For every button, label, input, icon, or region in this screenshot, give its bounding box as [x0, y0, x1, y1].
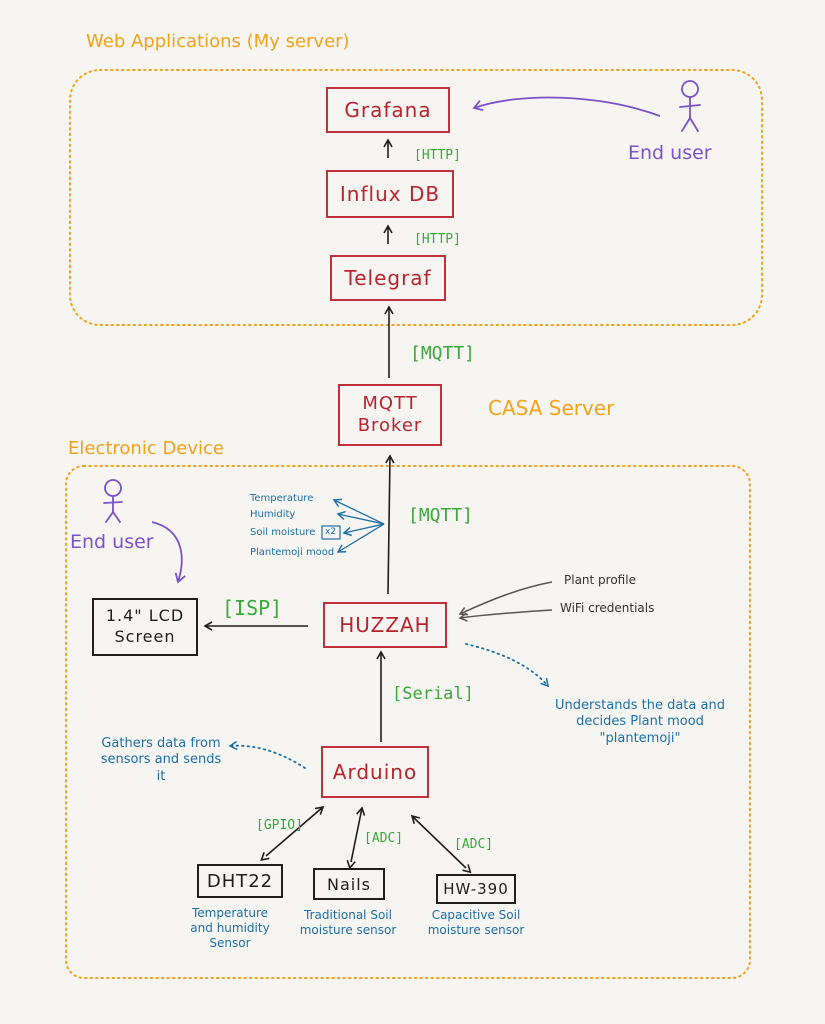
end-user-bottom-label: End user — [70, 531, 154, 553]
end-user-top-label: End user — [628, 142, 712, 164]
grafana-label: Grafana — [344, 98, 432, 122]
telegraf-node: Telegraf — [330, 255, 446, 301]
arrow-huzzah-note — [465, 643, 549, 688]
mqtt-broker-label-line1: MQTT — [362, 392, 418, 414]
huzzah-label: HUZZAH — [339, 613, 431, 637]
dht22-node: DHT22 — [197, 864, 283, 898]
grafana-node: Grafana — [326, 87, 450, 133]
influxdb-label: Influx DB — [339, 182, 441, 206]
payload-humidity: Humidity — [250, 509, 296, 520]
nails-label: Nails — [327, 874, 371, 894]
arduino-label: Arduino — [332, 760, 418, 784]
hw390-label: HW-390 — [443, 880, 509, 898]
payload-temperature: Temperature — [250, 493, 314, 504]
hw390-node: HW-390 — [436, 874, 516, 904]
input-plant-profile: Plant profile — [564, 573, 636, 587]
electronic-device-region-label: Electronic Device — [68, 438, 225, 459]
hw390-description: Capacitive Soil moisture sensor — [427, 908, 525, 937]
influxdb-node: Influx DB — [326, 170, 454, 218]
huzzah-node: HUZZAH — [323, 602, 447, 648]
casa-server-label: CASA Server — [488, 396, 615, 420]
payload-plantemoji-mood: Plantemoji mood — [250, 547, 335, 558]
arrow-nails-arduino — [346, 806, 366, 870]
protocol-adc-hw390: [ADC] — [454, 837, 494, 852]
payload-soil-moisture: Soil moisture — [250, 527, 316, 538]
arrow-dht22-arduino — [260, 805, 325, 861]
protocol-gpio-dht22: [GPIO] — [256, 818, 303, 833]
protocol-http-influx-grafana: [HTTP] — [414, 148, 461, 163]
arrow-end-user-to-grafana — [472, 96, 661, 117]
protocol-serial-arduino-huzzah: [Serial] — [392, 684, 474, 704]
nails-description: Traditional Soil moisture sensor — [299, 908, 397, 937]
nails-node: Nails — [313, 868, 385, 900]
end-user-top-figure — [679, 80, 701, 132]
lcd-label-line2: Screen — [114, 627, 176, 646]
arduino-note: Gathers data from sensors and sends it — [100, 736, 222, 784]
payload-x2-badge: x2 — [325, 527, 337, 537]
dht22-description: Temperature and humidity Sensor — [190, 906, 270, 950]
mqtt-broker-node: MQTT Broker — [338, 384, 442, 446]
x2-badge-box — [321, 525, 341, 540]
protocol-mqtt-huzzah-broker: [MQTT] — [408, 505, 474, 526]
protocol-mqtt-broker-telegraf: [MQTT] — [410, 343, 476, 364]
arrow-wifi-credentials — [458, 609, 553, 622]
arrow-plant-profile — [458, 581, 553, 616]
web-apps-region-label: Web Applications (My server) — [86, 31, 350, 52]
dht22-label: DHT22 — [206, 870, 274, 892]
arrow-end-user-to-lcd — [151, 521, 186, 584]
protocol-adc-nails: [ADC] — [364, 831, 404, 846]
protocol-isp-huzzah-lcd: [ISP] — [222, 596, 283, 620]
end-user-bottom-figure — [103, 479, 123, 523]
arduino-node: Arduino — [321, 746, 429, 798]
web-apps-region-outline — [69, 69, 763, 326]
arrow-arduino-note — [228, 740, 306, 769]
lcd-label-line1: 1.4" LCD — [105, 606, 185, 626]
mqtt-broker-label-line2: Broker — [357, 415, 423, 436]
payload-fan — [332, 498, 385, 553]
electronic-device-region-outline — [65, 465, 751, 979]
huzzah-note: Understands the data and decides Plant m… — [555, 698, 725, 746]
arrow-huzzah-to-broker — [385, 454, 395, 595]
arrow-hw390-arduino — [410, 814, 472, 874]
protocol-http-telegraf-influx: [HTTP] — [414, 232, 461, 247]
telegraf-label: Telegraf — [344, 266, 432, 290]
lcd-screen-node: 1.4" LCD Screen — [92, 598, 198, 656]
input-wifi-credentials: WiFi credentials — [560, 601, 655, 615]
